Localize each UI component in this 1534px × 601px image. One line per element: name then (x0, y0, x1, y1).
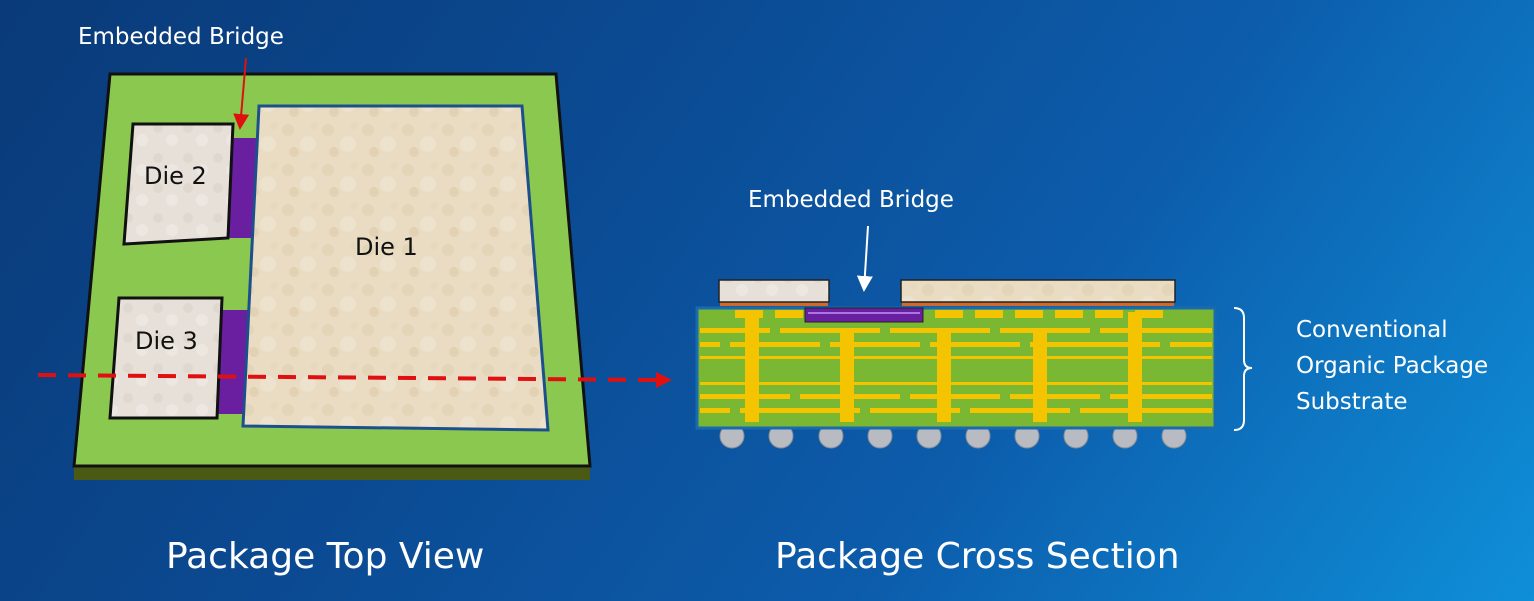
solder-balls (719, 423, 1187, 449)
section-cut-arrowhead (656, 372, 672, 388)
die-1 (241, 104, 550, 432)
die-2 (122, 122, 235, 246)
die-3-label: Die 3 (135, 327, 198, 355)
substrate-label-line-1: Conventional (1296, 317, 1448, 343)
package-cross-section (695, 225, 1253, 449)
top-view-bridge-label: Embedded Bridge (78, 24, 284, 50)
cs-trace-layers (700, 310, 1212, 422)
die-1-label: Die 1 (355, 233, 418, 261)
die-2-label: Die 2 (144, 162, 207, 190)
cs-bumps-right (902, 302, 1174, 306)
cross-section-caption: Package Cross Section (775, 536, 1180, 577)
cs-die-small (718, 279, 830, 303)
package-top-view (37, 57, 672, 480)
substrate-bracket (1233, 307, 1253, 431)
cross-section-bridge-label: Embedded Bridge (748, 187, 954, 213)
substrate-label-line-3: Substrate (1296, 389, 1408, 415)
substrate-edge (74, 466, 590, 480)
cs-bridge-pointer-arrow (856, 225, 873, 292)
cs-die-large (900, 279, 1176, 303)
substrate-label: Conventional Organic Package Substrate (1296, 312, 1488, 420)
cs-layer-gaps (720, 328, 1170, 413)
cs-bumps-left (720, 302, 828, 306)
bridge-pointer-arrow (233, 57, 250, 130)
top-view-caption: Package Top View (166, 536, 485, 577)
section-cut-line (37, 373, 661, 382)
cs-bridge (804, 307, 924, 323)
substrate-label-line-2: Organic Package (1296, 353, 1489, 379)
die-3 (108, 296, 224, 420)
